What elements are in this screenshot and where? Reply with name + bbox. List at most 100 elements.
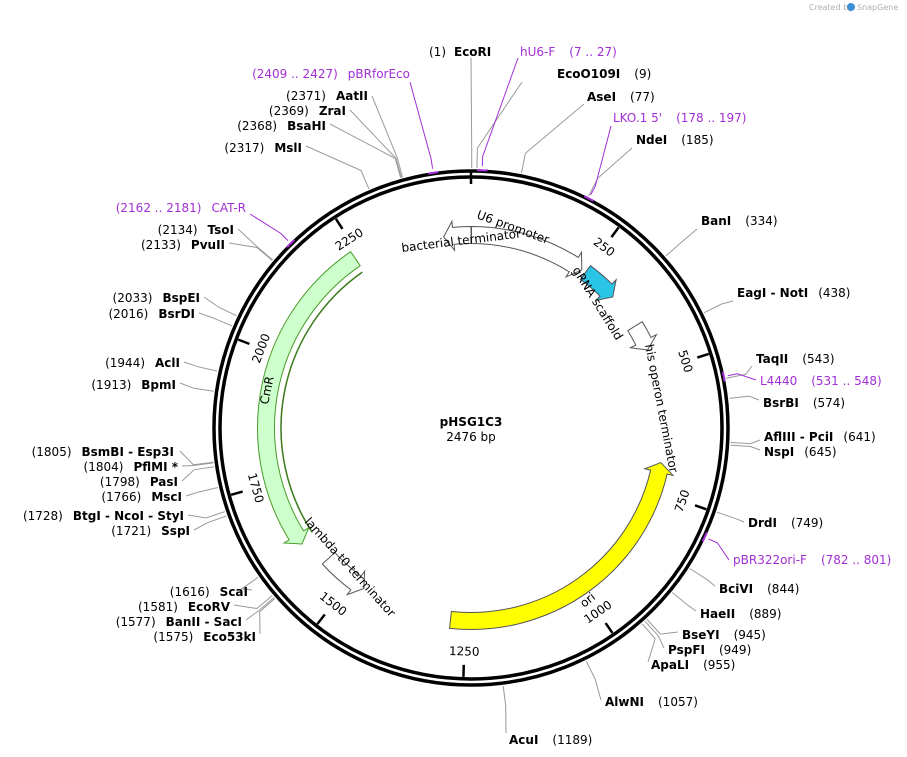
enzyme-label: (2371)AatII <box>286 89 368 103</box>
enzyme-label: AcuI(1189) <box>509 733 592 747</box>
tick-label: 500 <box>675 348 695 374</box>
enzyme-label: (2016)BsrDI <box>108 307 195 321</box>
enzyme-leader <box>671 592 697 612</box>
tick-mark <box>334 218 344 230</box>
feature-arcs[interactable] <box>257 219 675 630</box>
enzyme-leader <box>185 487 219 497</box>
primer-leader <box>249 213 289 241</box>
enzyme-leader <box>730 444 761 451</box>
enzyme-leader <box>476 81 523 169</box>
enzyme-label: AseI(77) <box>587 90 655 104</box>
enzyme-leader <box>665 228 698 257</box>
primer-site-mark <box>286 239 296 248</box>
tick-label: 1500 <box>317 589 350 619</box>
enzyme-leader <box>179 450 214 466</box>
enzyme-label: (2033)BspEI <box>113 291 200 305</box>
enzyme-leader <box>329 123 402 178</box>
primer-label: L4440(531 .. 548) <box>760 374 882 388</box>
enzyme-leader <box>729 395 760 401</box>
enzyme-label: NspI(645) <box>764 445 837 459</box>
enzyme-label: HaeII(889) <box>700 607 782 621</box>
tick-mark <box>316 613 326 625</box>
enzyme-label: (1581)EcoRV <box>138 600 231 614</box>
enzyme-label: (1944)AclI <box>105 356 180 370</box>
enzyme-leader <box>233 595 273 610</box>
enzyme-leader <box>203 296 237 317</box>
enzyme-leader <box>179 382 214 392</box>
enzyme-leader <box>181 462 214 467</box>
enzyme-labels-left: (1616)ScaI (1581)EcoRV (1577)BanII - Sac… <box>23 89 368 644</box>
enzyme-label: AlwNI(1057) <box>605 695 698 709</box>
enzyme-label: (1721)SspI <box>111 524 190 538</box>
enzyme-label: DrdI(749) <box>748 516 823 530</box>
enzyme-label: (1804)PflMI * <box>84 460 179 474</box>
enzyme-label: AflIII - PciI(641) <box>764 430 876 444</box>
enzyme-leader <box>181 466 214 482</box>
primer-labels: hU6-F(7 .. 27) LKO.1 5'(178 .. 197) L444… <box>116 45 892 567</box>
feature-u6-promoter[interactable] <box>470 225 583 279</box>
enzyme-label: NdeI(185) <box>636 133 714 147</box>
enzyme-leader <box>689 568 716 587</box>
enzyme-label: (1577)BanII - SacI <box>116 615 242 629</box>
enzyme-label: (1575)Eco53kI <box>153 630 256 644</box>
enzyme-label: (2133)PvuII <box>141 238 225 252</box>
enzyme-label: BsrBI(574) <box>763 396 845 410</box>
enzyme-label: TaqII(543) <box>756 352 835 366</box>
credit-prefix: Created by <box>809 3 853 12</box>
primer-site-mark <box>583 195 594 202</box>
enzyme-leader <box>716 511 745 523</box>
enzyme-label: ApaLI(955) <box>651 658 735 672</box>
enzyme-label: BciVI(844) <box>719 582 799 596</box>
feature-label-lambda-t0-terminator: lambda t0 terminator <box>302 515 399 620</box>
tick-mark <box>610 226 620 238</box>
enzyme-label: BseYI(945) <box>682 628 766 642</box>
enzyme-leader <box>198 312 233 327</box>
feature-cmr[interactable] <box>257 250 361 545</box>
enzyme-leader <box>187 511 225 519</box>
enzyme-label: (1)EcoRI <box>429 45 491 59</box>
enzyme-label: EagI - NotI(438) <box>737 286 850 300</box>
plasmid-length: 2476 bp <box>446 430 496 444</box>
enzyme-label: (2317)MslI <box>224 141 302 155</box>
feature-label-his-operon-terminator: his operon terminator <box>642 343 681 474</box>
primer-label: hU6-F(7 .. 27) <box>520 45 617 59</box>
enzyme-leader <box>371 95 403 178</box>
snapgene-credit: Created by SnapGene <box>809 3 898 12</box>
feature-bacterial-terminator[interactable] <box>443 219 472 252</box>
feature-lambda-t0-terminator[interactable] <box>321 551 366 596</box>
enzyme-leader <box>641 623 656 663</box>
feature-label-cmr: CmR <box>257 375 277 406</box>
label-leaders <box>179 57 761 734</box>
enzyme-label: (1766)MscI <box>101 490 182 504</box>
primer-site-mark <box>701 531 708 543</box>
tick-label: 750 <box>672 488 693 514</box>
enzyme-label: (2368)BsaHI <box>237 119 326 133</box>
enzyme-label: PspFI(949) <box>668 643 751 657</box>
enzyme-leader <box>703 300 734 314</box>
enzyme-leader <box>585 660 602 701</box>
enzyme-leader <box>228 242 273 261</box>
enzyme-leader <box>305 145 370 190</box>
primer-label: (2409 .. 2427)pBRforEco <box>252 67 410 81</box>
primer-label: pBR322ori-F(782 .. 801) <box>733 553 891 567</box>
tick-mark <box>230 490 244 496</box>
feature-ori[interactable] <box>449 461 675 630</box>
feature-his-operon-terminator[interactable] <box>627 321 658 351</box>
feature-grna-scaffold[interactable] <box>579 265 617 302</box>
enzyme-leader <box>588 147 633 197</box>
enzyme-label: (1798)PasI <box>100 475 178 489</box>
tick-mark <box>696 352 710 359</box>
primer-label: (2162 .. 2181)CAT-R <box>116 201 246 215</box>
tick-label: 250 <box>591 235 618 260</box>
tick-mark <box>237 338 250 346</box>
enzyme-leader <box>240 576 259 591</box>
enzyme-label: (1616)ScaI <box>170 585 248 599</box>
enzyme-leader <box>644 620 665 649</box>
primer-leader <box>481 57 519 167</box>
enzyme-leader <box>730 439 761 445</box>
tick-mark <box>604 622 614 634</box>
enzyme-labels-right: (1)EcoRI EcoO109I(9) AseI(77) NdeI(185) … <box>429 45 876 747</box>
enzyme-leader <box>349 109 402 178</box>
